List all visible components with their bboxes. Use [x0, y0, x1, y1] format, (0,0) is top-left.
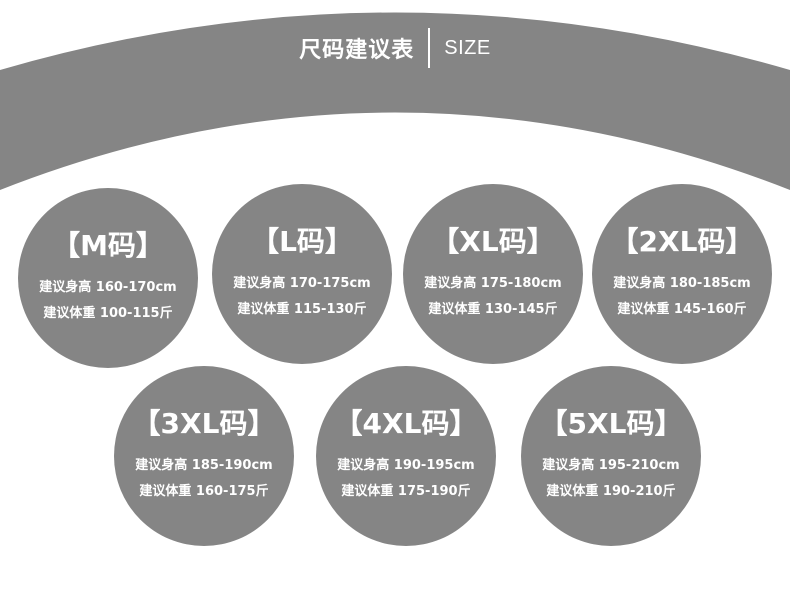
weight-recommendation: 建议体重 175-190斤	[341, 484, 471, 499]
size-label: 【M码】	[52, 229, 164, 262]
size-card-xl: 【XL码】 建议身高 175-180cm 建议体重 130-145斤	[403, 184, 583, 364]
size-label: 【3XL码】	[132, 407, 276, 440]
weight-recommendation: 建议体重 160-175斤	[139, 484, 269, 499]
weight-recommendation: 建议体重 190-210斤	[546, 484, 676, 499]
height-recommendation: 建议身高 180-185cm	[613, 276, 751, 291]
size-label: 【4XL码】	[334, 407, 478, 440]
size-label: 【L码】	[251, 225, 353, 258]
height-recommendation: 建议身高 190-195cm	[337, 458, 475, 473]
arc-shape	[0, 12, 790, 190]
size-card-m: 【M码】 建议身高 160-170cm 建议体重 100-115斤	[18, 188, 198, 368]
page-title: 尺码建议表	[299, 38, 415, 63]
weight-recommendation: 建议体重 130-145斤	[428, 302, 558, 317]
page-header: 尺码建议表 SIZE	[0, 26, 790, 70]
size-card-2xl: 【2XL码】 建议身高 180-185cm 建议体重 145-160斤	[592, 184, 772, 364]
size-label: 【XL码】	[431, 225, 555, 258]
height-recommendation: 建议身高 185-190cm	[135, 458, 273, 473]
height-recommendation: 建议身高 160-170cm	[39, 280, 177, 295]
height-recommendation: 建议身高 175-180cm	[424, 276, 562, 291]
weight-recommendation: 建议体重 115-130斤	[237, 302, 367, 317]
height-recommendation: 建议身高 170-175cm	[233, 276, 371, 291]
size-label: 【2XL码】	[610, 225, 754, 258]
height-recommendation: 建议身高 195-210cm	[542, 458, 680, 473]
size-card-3xl: 【3XL码】 建议身高 185-190cm 建议体重 160-175斤	[114, 366, 294, 546]
size-card-4xl: 【4XL码】 建议身高 190-195cm 建议体重 175-190斤	[316, 366, 496, 546]
size-label: 【5XL码】	[539, 407, 683, 440]
size-card-l: 【L码】 建议身高 170-175cm 建议体重 115-130斤	[212, 184, 392, 364]
weight-recommendation: 建议体重 145-160斤	[617, 302, 747, 317]
weight-recommendation: 建议体重 100-115斤	[43, 306, 173, 321]
page-subtitle: SIZE	[444, 36, 491, 59]
title-divider	[428, 28, 431, 68]
size-card-5xl: 【5XL码】 建议身高 195-210cm 建议体重 190-210斤	[521, 366, 701, 546]
